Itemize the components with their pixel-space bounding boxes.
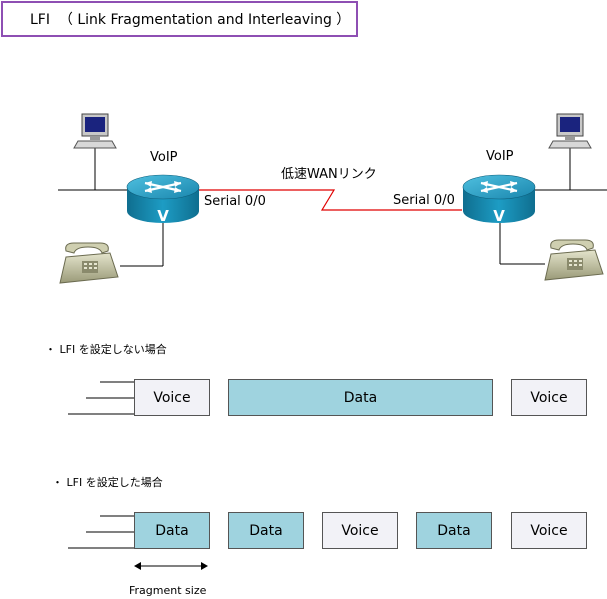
- phone-icon: [544, 239, 604, 281]
- left-router-label: VoIP: [150, 150, 178, 165]
- queue-lines-top: [68, 381, 134, 415]
- packet-data: Data: [228, 379, 493, 416]
- router-letter: V: [493, 207, 505, 225]
- left-interface-label: Serial 0/0: [204, 194, 266, 209]
- title-box: [1, 1, 358, 37]
- packet-data-fragment: Data: [416, 512, 492, 549]
- packet-data-fragment: Data: [134, 512, 210, 549]
- fragment-size-label: Fragment size: [129, 584, 207, 597]
- diagram-title: LFI （ Link Fragmentation and Interleavin…: [30, 12, 351, 28]
- without-lfi-caption: ・ LFI を設定しない場合: [45, 343, 167, 356]
- router-letter: V: [157, 207, 169, 225]
- router-icon: [462, 174, 536, 223]
- phone-icon: [59, 242, 119, 284]
- router-icon: [126, 174, 200, 223]
- packet-voice: Voice: [322, 512, 398, 549]
- queue-lines-bottom: [68, 515, 134, 549]
- wan-link-label: 低速WANリンク: [281, 167, 377, 182]
- right-router-label: VoIP: [486, 149, 514, 164]
- pc-icon: [548, 113, 592, 149]
- fragment-size-arrow: [134, 562, 208, 570]
- wan-link: [197, 189, 462, 211]
- packet-data-fragment: Data: [228, 512, 304, 549]
- pc-icon: [73, 113, 117, 149]
- packet-voice: Voice: [134, 379, 210, 416]
- packet-voice: Voice: [511, 379, 587, 416]
- right-interface-label: Serial 0/0: [393, 193, 455, 208]
- packet-voice: Voice: [511, 512, 587, 549]
- with-lfi-caption: ・ LFI を設定した場合: [52, 476, 163, 489]
